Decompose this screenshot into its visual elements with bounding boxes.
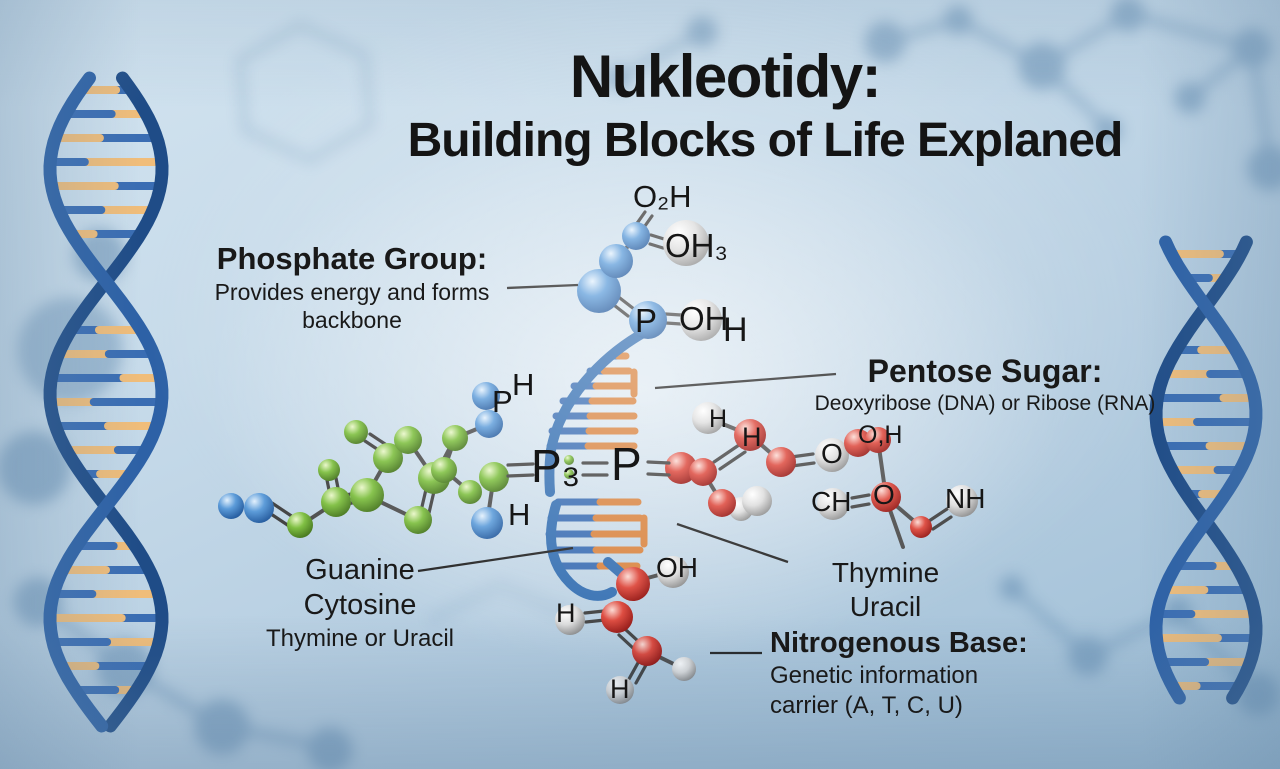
atom-label-ch-sugar: CH — [811, 486, 852, 517]
title-line2: Building Blocks of Life Explaned — [407, 114, 1124, 167]
dna-helix-left — [43, 71, 169, 733]
leader-lines — [417, 283, 837, 655]
atom-label-h-base1: H — [556, 598, 576, 628]
base-molecule-bottom — [555, 556, 696, 704]
atom-label-h-top: H — [723, 311, 748, 349]
atom-label-p-left: P — [492, 384, 513, 419]
atom-label-oh3: OH₃ — [665, 227, 728, 264]
atom-label-h-pleft: H — [512, 367, 535, 402]
pentose-heading: Pentose Sugar: — [867, 353, 1103, 389]
phosphate-molecule — [577, 210, 722, 341]
atom-label-h-base2: H — [610, 674, 630, 704]
annotation-pentose: Pentose Sugar: Deoxyribose (DNA) or Ribo… — [795, 352, 1175, 417]
dna-helix-right — [1149, 235, 1263, 705]
annotation-phosphate: Phosphate Group: Provides energy and for… — [177, 240, 527, 334]
equation-bonds — [506, 455, 671, 479]
atom-label-nh-sugar: NH — [945, 483, 986, 514]
atom-label-h-left: H — [508, 497, 531, 532]
annotation-bases-left: Guanine Cytosine Thymine or Uracil — [225, 553, 495, 653]
pentose-line1: Deoxyribose (DNA) or Ribose (RNA) — [814, 392, 1156, 416]
atom-label-h-sugar2: H — [742, 422, 762, 452]
atom-label-p-top: P — [635, 302, 658, 339]
nitrogenous-heading: Nitrogenous Base: — [770, 627, 1028, 659]
atom-label-oh-sugar: O,H — [858, 421, 903, 449]
bases-left-line1: Guanine — [305, 554, 415, 586]
atom-label-p3: P₃ — [531, 440, 581, 492]
sugar-molecule — [665, 402, 978, 549]
bases-left-line2: Cytosine — [303, 589, 417, 622]
bases-right-line1: Thymine — [831, 557, 940, 588]
phosphate-line1: Provides energy and forms — [214, 278, 490, 305]
bases-left-line3: Thymine or Uracil — [265, 624, 455, 652]
annotation-nitrogenous: Nitrogenous Base: Genetic information ca… — [770, 626, 1110, 720]
atom-label-o-sugar: O — [821, 438, 843, 469]
atom-label-o-ring: O — [873, 479, 895, 510]
atom-label-o2h: O₂H — [633, 179, 692, 214]
bases-right-line2: Uracil — [849, 591, 922, 623]
annotation-bases-right: Thymine Uracil — [808, 556, 963, 624]
title-line1: Nukleotidy: — [569, 43, 882, 110]
atom-label-p-center: P — [611, 438, 642, 490]
atom-label-h-sugar1: H — [709, 405, 728, 433]
base-molecule-left — [218, 382, 509, 539]
phosphate-heading: Phosphate Group: — [216, 241, 488, 276]
nitrogenous-line1: Genetic information — [770, 662, 979, 690]
nitrogenous-line2: carrier (A, T, C, U) — [770, 691, 963, 719]
atom-label-oh-top: OH — [679, 300, 729, 337]
atom-label-oh-base: OH — [656, 552, 698, 583]
phosphate-line2: backbone — [302, 306, 402, 333]
